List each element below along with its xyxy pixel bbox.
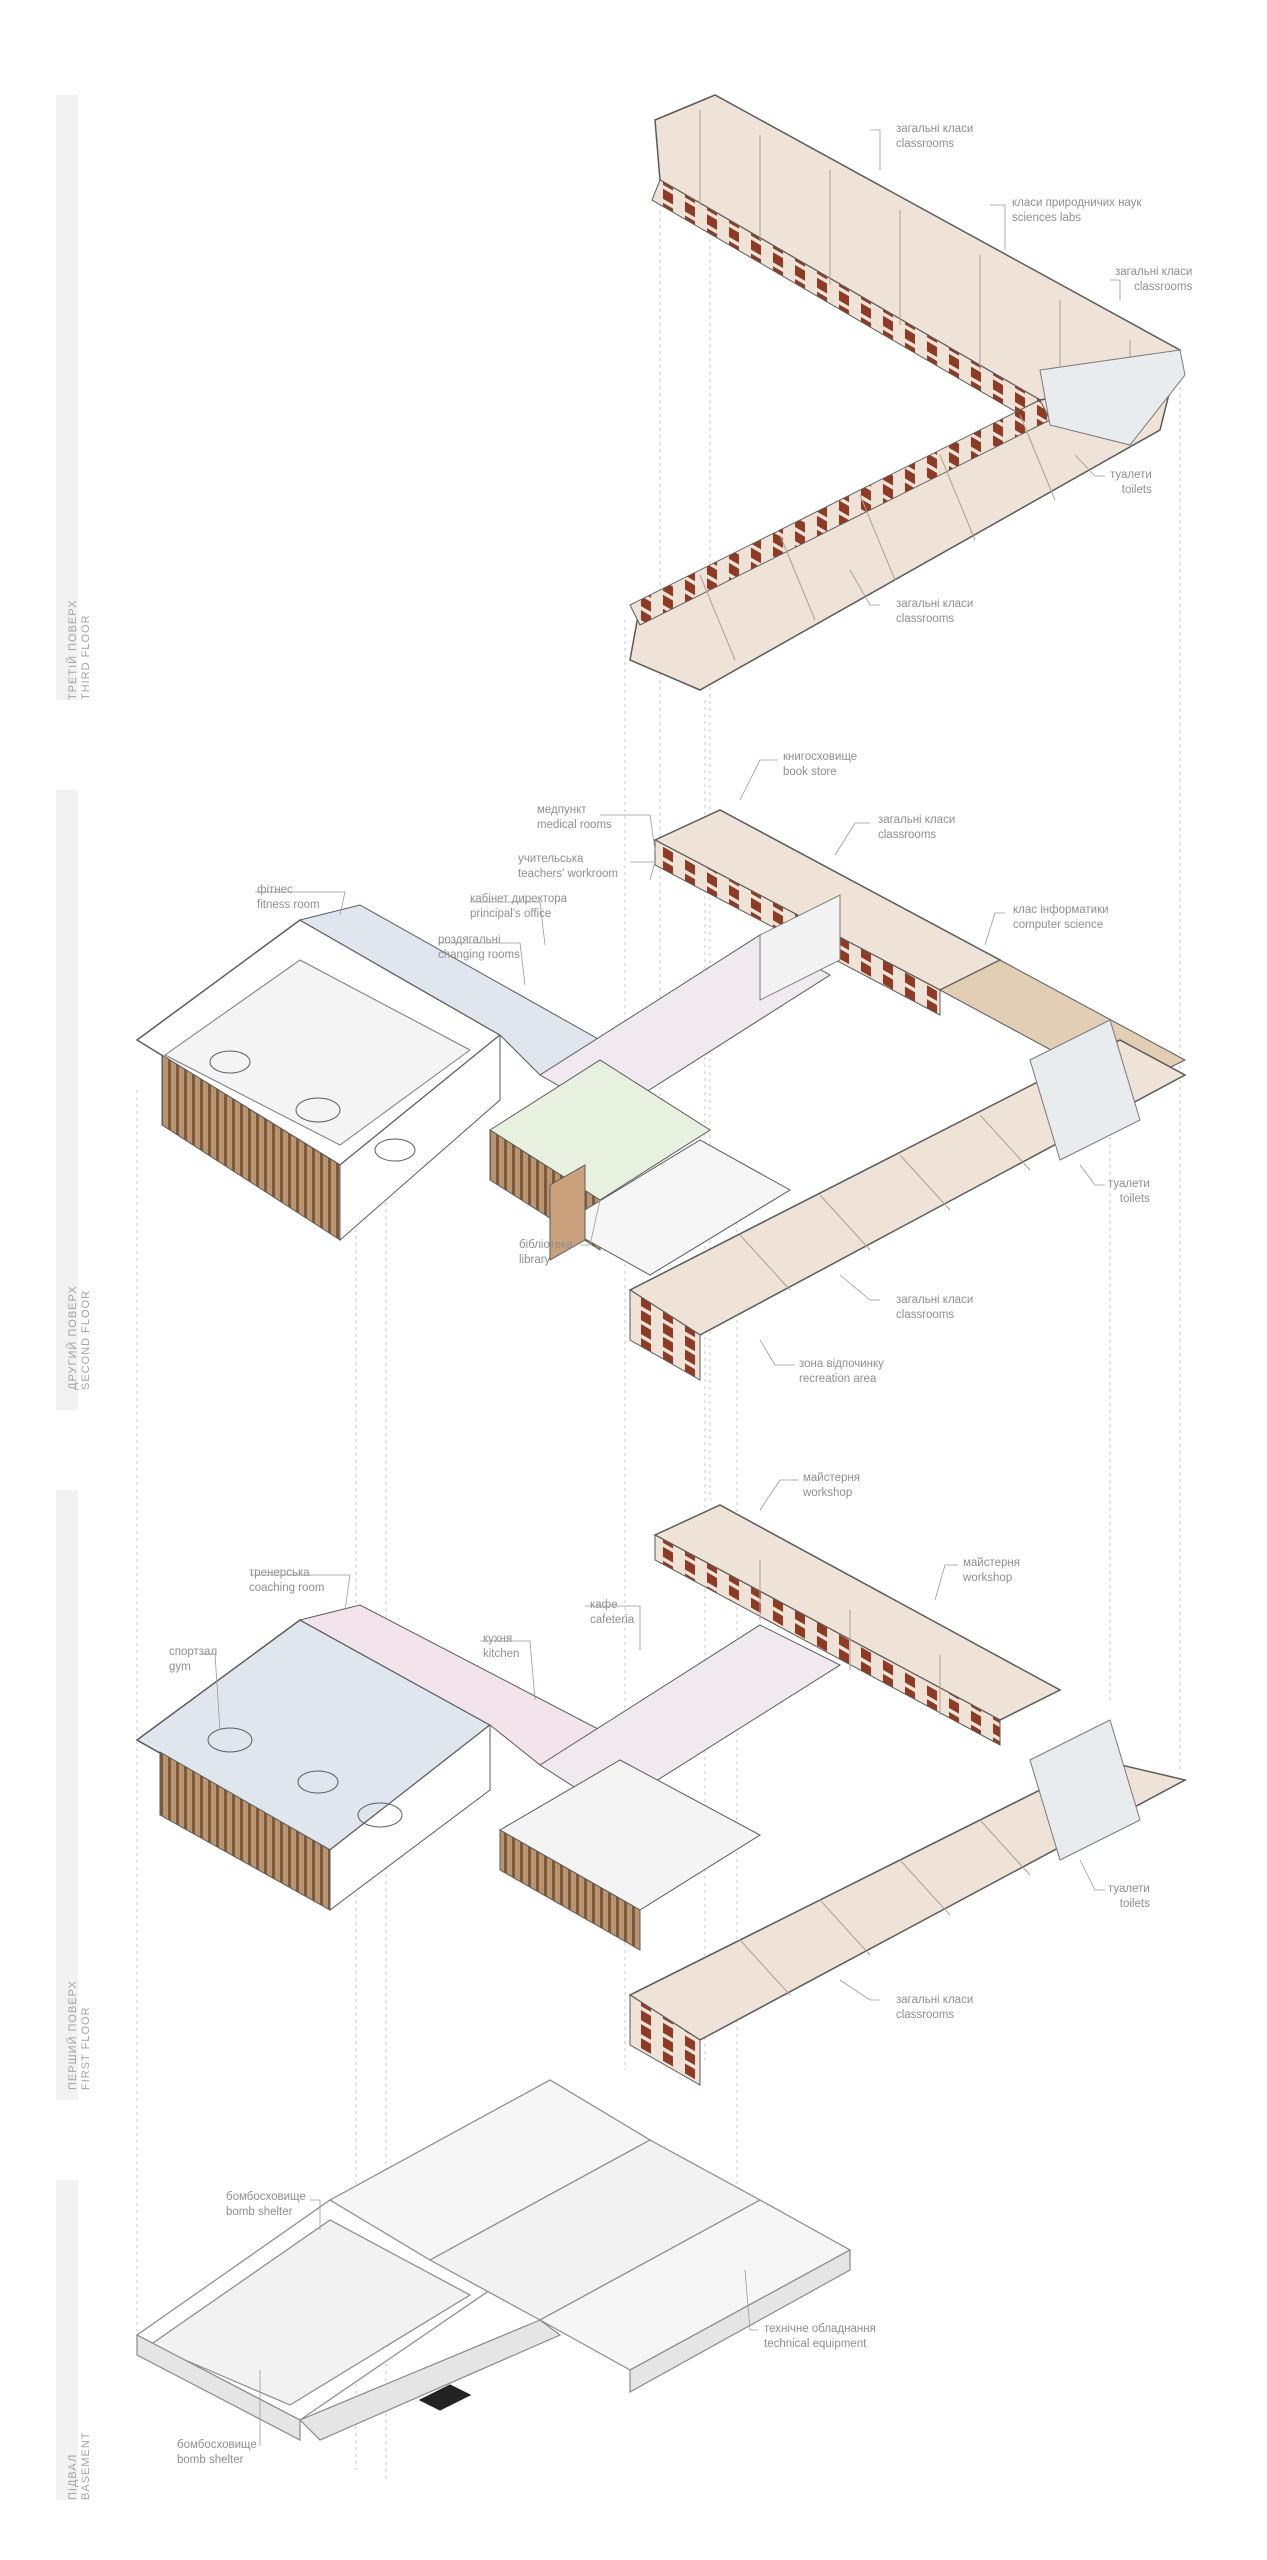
label-second-fitness: фітнес fitness room — [257, 883, 320, 913]
label-uk: спортзал — [169, 1646, 218, 1658]
label-first-gym: спортзал gym — [169, 1645, 217, 1675]
label-third-classrooms-3: загальні класи classrooms — [896, 597, 973, 627]
label-en: recreation area — [799, 1373, 877, 1385]
label-en: classrooms — [878, 829, 937, 841]
label-third-science-labs: класи природничих наук sciences labs — [1012, 196, 1141, 226]
label-en: technical equipment — [764, 2338, 867, 2350]
label-third-classrooms-1: загальні класи classrooms — [896, 122, 973, 152]
floor-band-third — [56, 95, 78, 700]
floor-band-second — [56, 790, 78, 1410]
label-en: computer science — [1013, 919, 1104, 931]
basement-plan — [135, 2079, 852, 2441]
label-uk: кухня — [483, 1633, 513, 1645]
label-en: workshop — [963, 1572, 1013, 1584]
label-uk: роздягальні — [438, 934, 501, 946]
label-uk: загальні класи — [1115, 266, 1193, 278]
label-uk: тренерська — [249, 1567, 310, 1579]
label-second-toilets: туалети toilets — [1108, 1177, 1150, 1207]
label-second-principal: кабінет директора principal's office — [470, 892, 567, 922]
label-en: bomb shelter — [226, 2206, 293, 2218]
label-en: changing rooms — [438, 949, 520, 961]
label-en: gym — [169, 1661, 191, 1673]
label-uk: зона відпочинку — [799, 1358, 884, 1370]
label-second-computer: клас інформатики computer science — [1013, 903, 1109, 933]
label-first-kitchen: кухня kitchen — [483, 1632, 519, 1662]
label-uk: загальні класи — [896, 123, 974, 135]
label-en: toilets — [1119, 1898, 1150, 1910]
label-first-toilets: туалети toilets — [1108, 1882, 1150, 1912]
label-uk: учительська — [518, 853, 584, 865]
label-uk: бомбосховище — [226, 2191, 306, 2203]
label-second-medical: медпункт medical rooms — [537, 803, 612, 833]
label-uk: кабінет директора — [470, 893, 568, 905]
label-second-book-store: книгосховище book store — [783, 750, 857, 780]
floor-band-first — [56, 1490, 78, 2100]
label-basement-technical: технічне обладнання technical equipment — [764, 2322, 876, 2352]
label-third-classrooms-2: загальні класи classrooms — [1115, 265, 1192, 295]
label-uk: загальні класи — [896, 1994, 974, 2006]
label-en: sciences labs — [1012, 212, 1082, 224]
third-floor-plan — [629, 94, 1186, 691]
label-uk: туалети — [1108, 1883, 1150, 1895]
label-uk: кафе — [590, 1599, 618, 1611]
label-en: cafeteria — [590, 1614, 635, 1626]
label-first-coaching: тренерська coaching room — [249, 1566, 324, 1596]
label-en: classrooms — [896, 613, 955, 625]
label-en: classrooms — [896, 2009, 955, 2021]
label-uk: майстерня — [963, 1557, 1020, 1569]
label-en: bomb shelter — [177, 2454, 244, 2466]
label-uk: загальні класи — [896, 598, 974, 610]
label-uk: загальні класи — [878, 814, 956, 826]
label-second-classrooms-2: загальні класи classrooms — [896, 1293, 973, 1323]
label-uk: загальні класи — [896, 1294, 974, 1306]
label-basement-shelter-1: бомбосховище bomb shelter — [226, 2190, 306, 2220]
label-second-changing: роздягальні changing rooms — [438, 933, 520, 963]
label-first-workshop-1: майстерня workshop — [803, 1471, 860, 1501]
label-en: library — [519, 1254, 551, 1266]
label-en: teachers' workroom — [518, 868, 618, 880]
label-en: kitchen — [483, 1648, 520, 1660]
floor-band-basement — [56, 2180, 78, 2500]
label-en: toilets — [1119, 1193, 1150, 1205]
label-first-classrooms: загальні класи classrooms — [896, 1993, 973, 2023]
label-first-workshop-2: майстерня workshop — [963, 1556, 1020, 1586]
label-uk: медпункт — [537, 804, 587, 816]
label-en: coaching room — [249, 1582, 325, 1594]
label-en: classrooms — [896, 138, 955, 150]
label-en: classrooms — [896, 1309, 955, 1321]
label-uk: бібліотека — [519, 1239, 573, 1251]
label-uk: клас інформатики — [1013, 904, 1109, 916]
first-floor-plan — [135, 1504, 1188, 2086]
label-en: toilets — [1121, 484, 1152, 496]
label-uk: майстерня — [803, 1472, 860, 1484]
label-second-teachers: учительська teachers' workroom — [518, 852, 618, 882]
label-third-toilets: туалети toilets — [1110, 468, 1152, 498]
label-en: book store — [783, 766, 837, 778]
label-basement-shelter-2: бомбосховище bomb shelter — [177, 2438, 257, 2468]
label-uk: туалети — [1108, 1178, 1150, 1190]
label-second-classrooms-1: загальні класи classrooms — [878, 813, 955, 843]
label-en: workshop — [803, 1487, 853, 1499]
label-uk: фітнес — [257, 884, 293, 896]
label-second-recreation: зона відпочинку recreation area — [799, 1357, 884, 1387]
label-first-cafeteria: кафе cafeteria — [590, 1598, 634, 1628]
label-uk: класи природничих наук — [1012, 197, 1142, 209]
label-en: fitness room — [257, 899, 320, 911]
label-uk: книгосховище — [783, 751, 858, 763]
label-en: principal's office — [470, 908, 552, 920]
label-second-library: бібліотека library — [519, 1238, 573, 1268]
label-en: medical rooms — [537, 819, 612, 831]
label-en: classrooms — [1134, 281, 1193, 293]
second-floor-plan — [135, 809, 1187, 1381]
label-uk: бомбосховище — [177, 2439, 257, 2451]
label-uk: технічне обладнання — [764, 2323, 876, 2335]
label-uk: туалети — [1110, 469, 1152, 481]
